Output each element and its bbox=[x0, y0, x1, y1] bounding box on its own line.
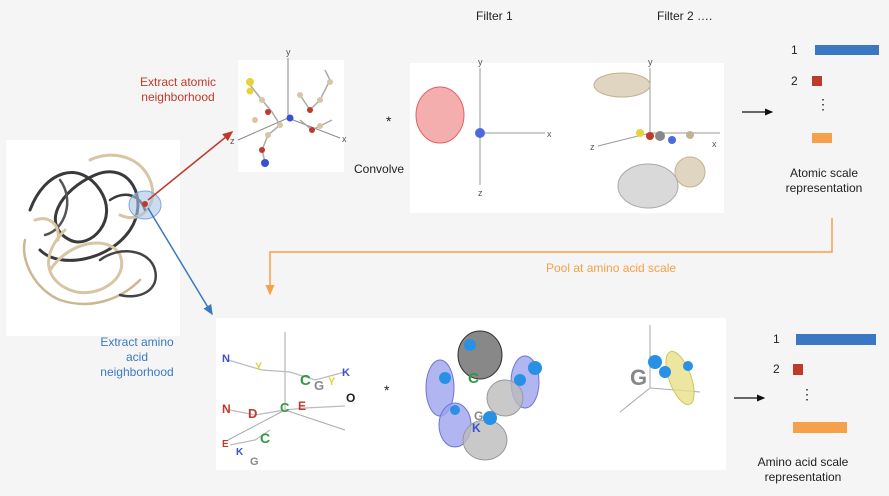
aa-output-bar-3 bbox=[793, 421, 848, 433]
extract-aa-arrow bbox=[147, 207, 213, 316]
filter1-red-ellipsoid bbox=[415, 86, 465, 144]
residue-k-1: K bbox=[342, 367, 350, 379]
atomic-output-index-2: 2 bbox=[791, 74, 798, 88]
residue-o-1: O bbox=[346, 391, 355, 405]
residue-c-3: C bbox=[260, 430, 270, 446]
residue-y-2: Y bbox=[328, 376, 336, 388]
filter2-gray-ellipsoid bbox=[617, 163, 679, 209]
aa-rep-label: Amino acid scale representation bbox=[757, 455, 849, 484]
atomic-axis-y: y bbox=[286, 47, 291, 57]
atomic-output-bar-3 bbox=[812, 133, 833, 143]
extract-aa-label: Extract amino acid neighborhood bbox=[100, 335, 174, 379]
pool-arrow bbox=[265, 218, 833, 296]
aa-output-ellipsis: ⋮ bbox=[800, 386, 814, 402]
residue-s-1: E bbox=[222, 439, 229, 450]
residue-y-1: Y bbox=[255, 361, 263, 373]
atomic-rep-label: Atomic scale representation bbox=[785, 166, 863, 195]
atomic-output-bar-1 bbox=[815, 45, 879, 55]
aa-output-bar-1 bbox=[796, 333, 876, 345]
convolve-star-aa: * bbox=[384, 382, 390, 398]
residue-n-2: N bbox=[222, 402, 231, 416]
atomic-output-ellipsis: ⋮ bbox=[816, 96, 830, 112]
aa-filter1-letter-k: K bbox=[472, 421, 481, 435]
filter2-heading: Filter 2 …. bbox=[657, 9, 713, 23]
convolve-star-atomic: * bbox=[386, 113, 392, 129]
aa-filter1-gray-mid bbox=[486, 379, 524, 417]
aa-filter2-letter-g: G bbox=[630, 365, 647, 390]
filter2-axis-y: y bbox=[648, 57, 653, 67]
atomic-output-index-1: 1 bbox=[791, 43, 798, 57]
filter1-axis-x: x bbox=[547, 129, 552, 139]
residue-n-1: N bbox=[222, 353, 230, 365]
residue-d-1: D bbox=[248, 406, 257, 421]
atomic-axis-x: x bbox=[342, 134, 347, 144]
residue-g-1: G bbox=[314, 378, 324, 393]
aa-output-index-2: 2 bbox=[773, 362, 780, 376]
aa-filter1-letter-g: G bbox=[474, 409, 483, 423]
residue-e-1: E bbox=[298, 399, 306, 413]
residue-c-1: C bbox=[300, 372, 311, 389]
aa-output-index-1: 1 bbox=[773, 332, 780, 346]
aa-filter2-yellow-ellipsoid bbox=[665, 350, 695, 406]
filter2-axis-x: x bbox=[712, 139, 717, 149]
residue-c-2: C bbox=[280, 400, 290, 415]
convolve-label: Convolve bbox=[354, 162, 405, 176]
residue-k-2: K bbox=[236, 447, 244, 458]
extract-atomic-arrow bbox=[147, 131, 234, 201]
aa-filter1-letter-c: C bbox=[468, 370, 479, 387]
residue-g-2: G bbox=[250, 456, 259, 468]
filter1-heading: Filter 1 bbox=[476, 9, 513, 23]
pool-label: Pool at amino acid scale bbox=[546, 261, 677, 275]
atomic-output-bar-2 bbox=[812, 76, 822, 86]
filter2-axis-z: z bbox=[590, 142, 595, 152]
filter1-axis-z: z bbox=[478, 188, 483, 198]
aa-output-bar-2 bbox=[793, 363, 803, 375]
filter1-axis-y: y bbox=[478, 57, 483, 67]
extract-atomic-label: Extract atomic neighborhood bbox=[139, 75, 217, 104]
filter2-tan-ellipsoid bbox=[593, 72, 651, 98]
